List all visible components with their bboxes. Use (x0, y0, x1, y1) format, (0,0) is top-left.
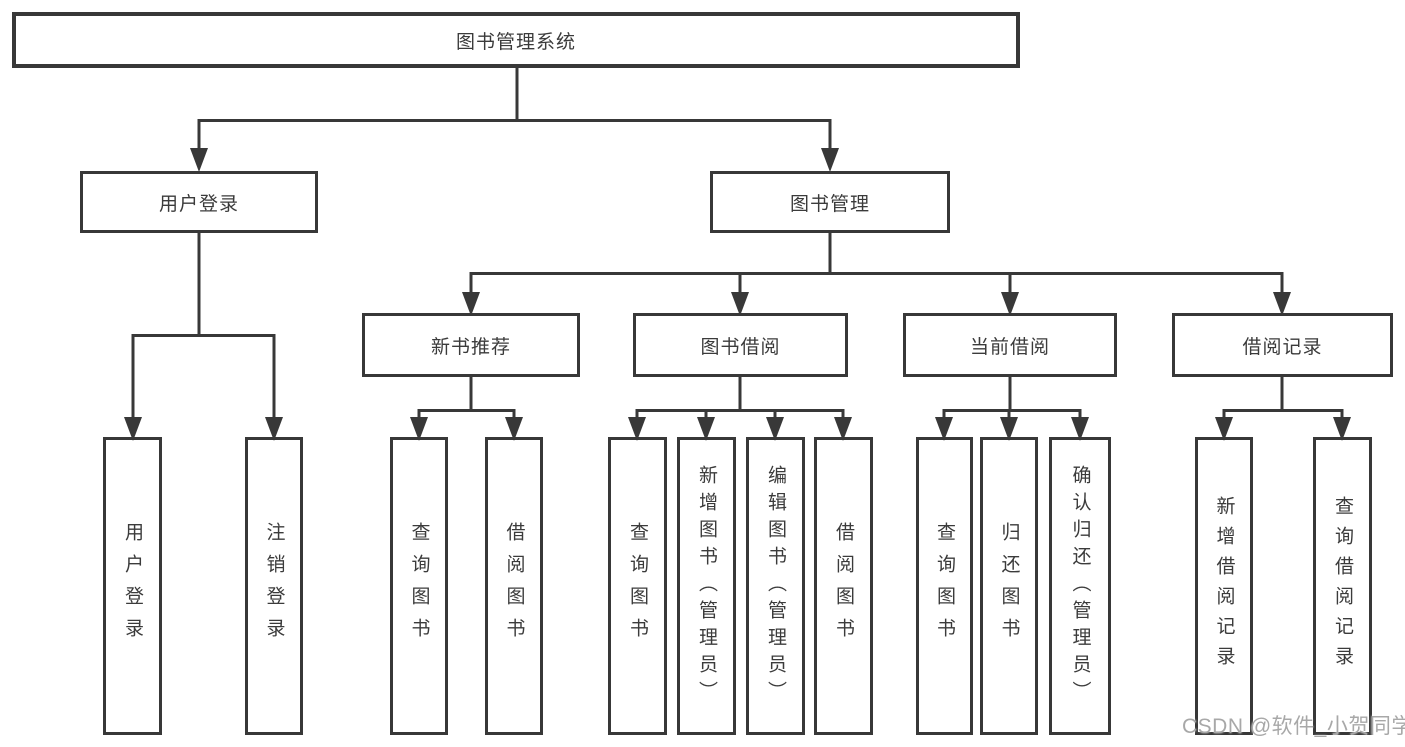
node-leaf-query-borrow-record: 查询借阅记录 (1313, 437, 1372, 735)
node-leaf-borrow-books-recommend: 借阅图书 (485, 437, 543, 735)
node-leaf-logout: 注销登录 (245, 437, 303, 735)
node-book-borrow-label: 图书借阅 (700, 336, 781, 358)
node-current-borrow: 当前借阅 (903, 313, 1117, 377)
node-leaf-query-books-borrow: 查询图书 (608, 437, 667, 735)
node-leaf-user-login: 用户登录 (103, 437, 162, 735)
node-leaf-return-book-label: 归还图书 (998, 522, 1020, 650)
node-user-login-label: 用户登录 (158, 193, 239, 215)
node-leaf-user-login-label: 用户登录 (122, 522, 143, 650)
node-leaf-confirm-return-admin-label: 确认归还（管理员） (1069, 464, 1091, 708)
node-leaf-add-borrow-record-label: 新增借阅记录 (1213, 496, 1235, 676)
node-leaf-query-borrow-record-label: 查询借阅记录 (1332, 496, 1353, 676)
node-book-borrow: 图书借阅 (633, 313, 848, 377)
node-leaf-add-book-admin: 新增图书（管理员） (677, 437, 736, 735)
node-leaf-query-books-current-label: 查询图书 (934, 522, 955, 650)
node-leaf-query-books-borrow-label: 查询图书 (627, 522, 648, 650)
node-leaf-edit-book-admin: 编辑图书（管理员） (746, 437, 805, 735)
node-leaf-logout-label: 注销登录 (263, 522, 285, 650)
node-leaf-return-book: 归还图书 (980, 437, 1038, 735)
node-new-book-recommend: 新书推荐 (362, 313, 580, 377)
node-leaf-edit-book-admin-label: 编辑图书（管理员） (765, 464, 786, 708)
node-book-management-label: 图书管理 (789, 193, 870, 215)
node-borrow-records: 借阅记录 (1172, 313, 1393, 377)
node-book-management: 图书管理 (710, 171, 950, 233)
node-leaf-query-books-recommend: 查询图书 (390, 437, 448, 735)
node-leaf-add-borrow-record: 新增借阅记录 (1195, 437, 1253, 735)
node-leaf-query-books-recommend-label: 查询图书 (408, 522, 430, 650)
node-borrow-records-label: 借阅记录 (1242, 336, 1323, 358)
node-new-book-recommend-label: 新书推荐 (430, 336, 511, 358)
watermark: CSDN @软件_小贺同学 (1182, 715, 1405, 738)
node-leaf-add-book-admin-label: 新增图书（管理员） (696, 464, 717, 708)
node-leaf-query-books-current: 查询图书 (916, 437, 973, 735)
node-leaf-confirm-return-admin: 确认归还（管理员） (1049, 437, 1111, 735)
node-user-login: 用户登录 (80, 171, 318, 233)
node-root-label: 图书管理系统 (455, 31, 576, 53)
node-leaf-borrow-books-recommend-label: 借阅图书 (503, 522, 525, 650)
node-leaf-borrow-books: 借阅图书 (814, 437, 873, 735)
node-leaf-borrow-books-label: 借阅图书 (833, 522, 854, 650)
node-root: 图书管理系统 (12, 12, 1020, 68)
node-current-borrow-label: 当前借阅 (969, 336, 1050, 358)
